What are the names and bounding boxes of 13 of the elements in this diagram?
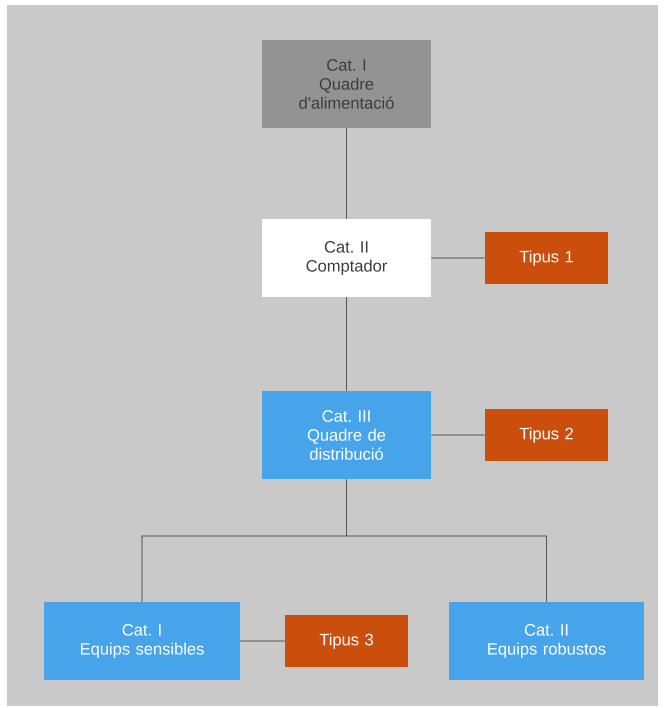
category-box: Cat. III Quadre de distribució — [262, 391, 431, 479]
type-box: Tipus 3 — [285, 615, 408, 667]
category-box: Cat. I Equips sensibles — [44, 602, 240, 680]
connector-line — [346, 478, 547, 602]
category-box: Cat. II Comptador — [262, 219, 431, 297]
connector-line — [430, 434, 486, 436]
type-box: Tipus 1 — [485, 232, 608, 284]
type-box: Tipus 2 — [485, 409, 608, 461]
connector-line — [240, 640, 286, 642]
connector-line — [346, 128, 347, 220]
category-box: Cat. I Quadre d'alimentació — [262, 40, 431, 128]
category-box: Cat. II Equips robustos — [449, 602, 644, 680]
connector-line — [346, 296, 347, 392]
